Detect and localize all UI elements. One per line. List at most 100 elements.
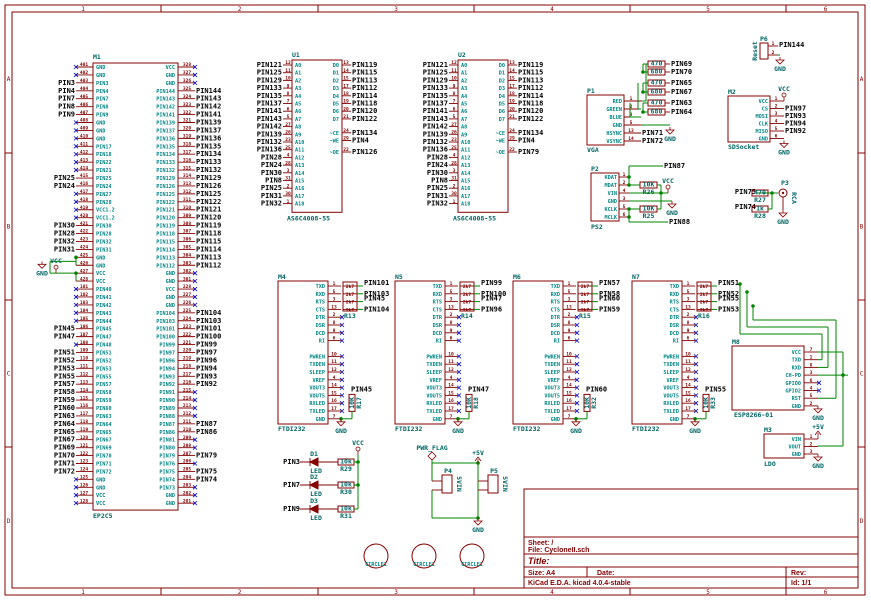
no-connect-stroke <box>192 437 198 442</box>
net-label: PIN74 <box>196 475 217 483</box>
column-marker: 3 <box>394 589 398 596</box>
M4-body <box>277 280 329 425</box>
U1-pin-number: 27 <box>285 122 291 128</box>
no-connect-stroke <box>693 354 699 359</box>
no-connect-stroke <box>192 500 198 506</box>
M1-pin-number: 204 <box>183 475 192 481</box>
U2-pin-name: A1 <box>461 71 467 77</box>
ground-symbol: GND <box>472 518 484 534</box>
M4-pin-number: 11 <box>331 359 337 365</box>
resistor-ref: R27 <box>754 196 766 204</box>
component-M8: M8ESP8266-017VCC1TXD8RXD3CH-PD6GPIO04GPI… <box>731 282 848 447</box>
N7-pin-number: 1 <box>687 281 690 287</box>
ground-icon <box>779 143 789 149</box>
net-label: PIN88 <box>669 218 690 226</box>
ground-label: GND <box>689 427 701 435</box>
N5-pin-name: VREF <box>430 378 443 384</box>
ground-symbol: GND <box>452 418 464 435</box>
no-connect-icon <box>192 64 198 70</box>
ground-label: GND <box>778 149 790 157</box>
M1-pin-number: 210 <box>183 427 192 433</box>
no-connect-stroke <box>73 318 79 324</box>
M6-pin-name: RI <box>554 339 560 345</box>
no-connect-icon <box>693 408 699 414</box>
M1-pin-name: GND <box>96 65 105 71</box>
N5-pin-number: 9 <box>450 328 453 334</box>
U2-pin-number: 28 <box>451 160 457 166</box>
M1-pin-name: VCC <box>96 493 105 499</box>
M1-pin-number: 201 <box>183 498 192 504</box>
M1-pin-name: PIN101 <box>156 327 175 333</box>
N5-pin-name: DSR <box>433 323 443 329</box>
N7-pin-name: RXLED <box>663 401 679 407</box>
M4-pin-number: 1 <box>333 281 336 287</box>
no-connect-icon <box>456 361 462 367</box>
P1-body <box>586 94 625 146</box>
M1-pin-number: 409 <box>80 126 89 132</box>
no-connect-stroke <box>192 492 198 498</box>
U1-pin-name: A8 <box>295 125 301 131</box>
P4-body <box>441 474 453 494</box>
U1-pin-name: ~WE <box>330 138 339 144</box>
resistor-value: 10k <box>340 505 352 513</box>
column-marker: 4 <box>550 589 554 596</box>
no-connect-stroke <box>693 408 699 414</box>
M1-pin-number: 305 <box>183 245 192 251</box>
net-label: PIN137 <box>257 100 282 108</box>
P1-pin-name: GND <box>613 123 622 129</box>
N7-pin-name: TXDEN <box>663 362 679 368</box>
no-connect-stroke <box>693 338 699 343</box>
N5-pin-number: 8 <box>450 320 453 326</box>
rev-label: Rev: <box>791 570 806 577</box>
U1-body <box>291 59 343 213</box>
M1-pin-number: 415 <box>80 173 89 179</box>
N5-pin-name: RXD <box>433 292 442 298</box>
net-label: PIN52 <box>718 290 739 298</box>
M1-pin-name: GND <box>96 255 105 261</box>
U2-pin-number: 29 <box>509 136 515 142</box>
M1-pin-name: PIN118 <box>156 232 175 238</box>
M6-pin-number: 15 <box>566 390 572 396</box>
M1-value: EP2C5 <box>93 512 113 520</box>
no-connect-icon <box>339 385 345 390</box>
no-connect-icon <box>456 330 462 336</box>
M1-pin-number: 109 <box>80 348 89 354</box>
net-label: PIN31 <box>261 192 282 200</box>
U1-pin-number: 18 <box>343 91 349 97</box>
U2-pin-number: 15 <box>509 76 515 82</box>
net-label: PIN31 <box>54 245 75 253</box>
net-label: PIN55 <box>54 372 75 380</box>
net-label: PIN64 <box>54 420 75 428</box>
resistor-array-body <box>577 281 593 312</box>
no-connect-icon <box>192 492 198 498</box>
net-label: PIN69 <box>54 444 75 452</box>
U1-pin-number: 30 <box>285 191 291 197</box>
net-label: PIN7 <box>283 481 300 489</box>
M1-pin-name: PIN31 <box>96 247 112 253</box>
M1-pin-name: PIN30 <box>96 224 112 230</box>
M4-pin-number: 17 <box>331 406 337 412</box>
U2-pin-name: D1 <box>499 71 505 77</box>
N5-pin-name: TXLED <box>426 409 442 415</box>
vcc-symbol: VCC <box>50 257 62 274</box>
U1-pin-name: A5 <box>295 102 301 108</box>
M1-pin-number: 321 <box>183 118 192 124</box>
resistor-array-body <box>459 281 475 312</box>
ground-symbol: GND <box>666 201 678 217</box>
U2-pin-number: 17 <box>509 83 515 89</box>
net-label: PIN119 <box>352 61 377 69</box>
net-label: PIN135 <box>423 92 448 100</box>
net-label: PIN137 <box>196 126 221 134</box>
title-label: Title: <box>528 556 549 566</box>
M1-pin-name: VCC <box>96 279 105 285</box>
U1-pin-name: D1 <box>333 71 339 77</box>
M1-pin-name: VCC1.2 <box>96 208 115 214</box>
M1-pin-number: 303 <box>183 260 192 266</box>
M1-pin-name: GND <box>166 303 175 309</box>
M1-pin-number: 410 <box>80 134 89 140</box>
no-connect-stroke <box>339 322 345 328</box>
net-label: PIN3 <box>283 458 300 466</box>
P1-pin-name: HSYNC <box>606 131 622 137</box>
